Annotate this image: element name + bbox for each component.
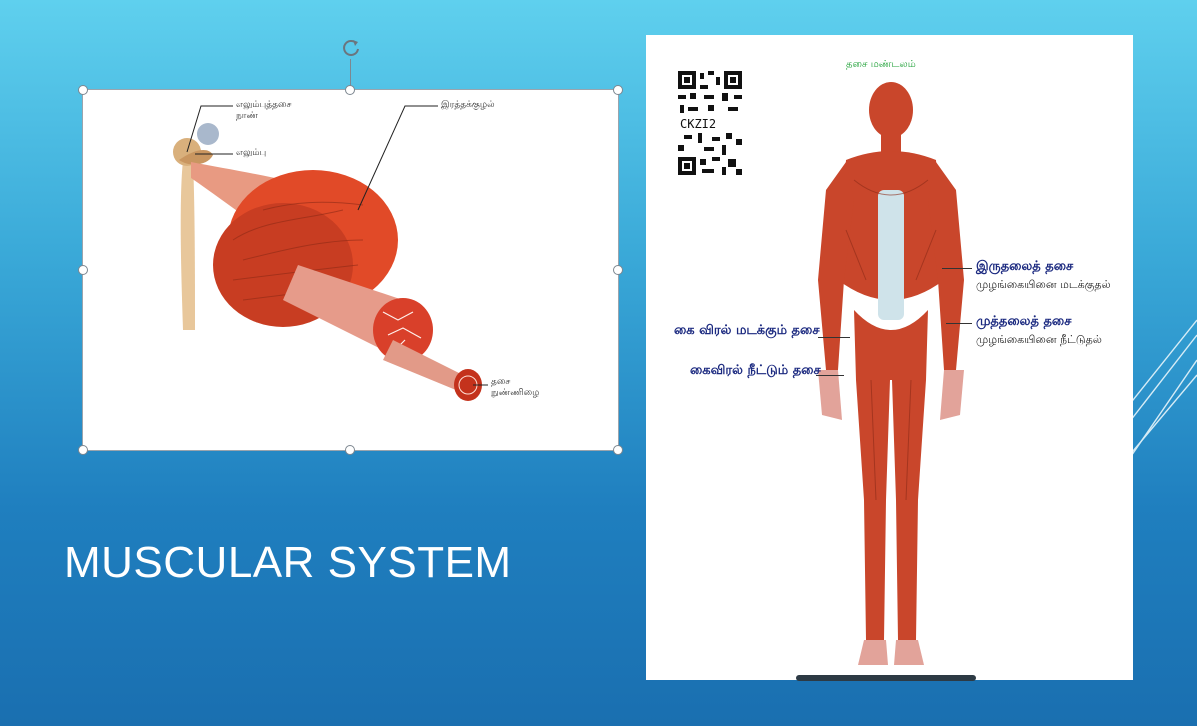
qr-code-text: CKZI2 <box>678 117 718 131</box>
resize-handle-bottom-right[interactable] <box>613 445 623 455</box>
label-blood-vessel: இரத்தக்குழல் <box>441 100 495 111</box>
label-finger-flexor: கை விரல் மடக்கும் தசை <box>674 323 820 339</box>
label-biceps: இருதலைத் தசை <box>976 259 1073 275</box>
diagram-title: தசை மண்டலம் <box>846 59 916 71</box>
resize-handle-top[interactable] <box>345 85 355 95</box>
slide-title[interactable]: MUSCULAR SYSTEM <box>64 538 512 588</box>
leader-finger-extensor <box>816 375 844 376</box>
resize-handle-bottom-left[interactable] <box>78 445 88 455</box>
label-bone: எலும்பு <box>236 148 266 159</box>
leader-triceps <box>946 323 972 324</box>
bottom-toolbar-edge <box>796 675 976 681</box>
label-finger-extensor: கைவிரல் நீட்டும் தசை <box>690 363 821 379</box>
resize-handle-right[interactable] <box>613 265 623 275</box>
resize-handle-top-right[interactable] <box>613 85 623 95</box>
muscular-system-image[interactable]: CKZI2 தசை மண்டலம் <box>646 35 1133 680</box>
label-triceps-desc: முழங்கையினை நீட்டுதல் <box>976 333 1102 348</box>
resize-handle-bottom[interactable] <box>345 445 355 455</box>
rotate-handle-icon[interactable] <box>340 37 362 59</box>
label-biceps-desc: முழங்கையினை மடக்குதல் <box>976 278 1111 293</box>
leader-biceps <box>942 268 972 269</box>
resize-handle-top-left[interactable] <box>78 85 88 95</box>
label-triceps: முத்தலைத் தசை <box>976 314 1071 330</box>
leader-finger-flexor <box>818 337 850 338</box>
label-muscle-fiber: தசைநுண்ணிழை <box>491 377 539 399</box>
resize-handle-left[interactable] <box>78 265 88 275</box>
label-tendon: எலும்புத்தசைநாண் <box>236 100 291 122</box>
muscle-structure-image[interactable]: எலும்புத்தசைநாண் எலும்பு இரத்தக்குழல் தச… <box>83 90 618 450</box>
